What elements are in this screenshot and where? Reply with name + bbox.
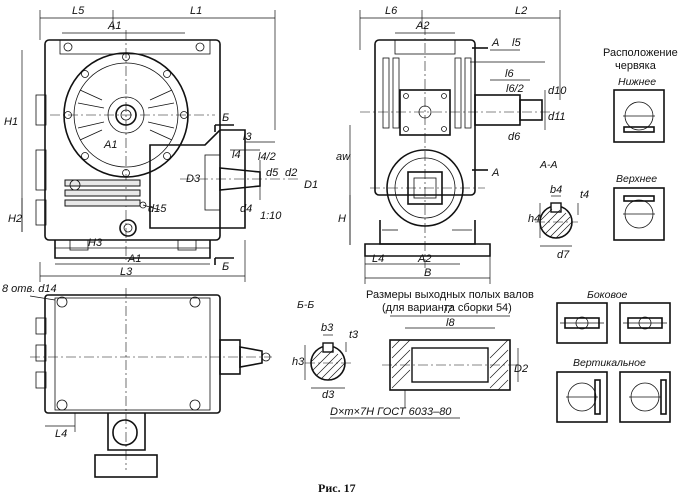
hollow-shaft-title-2: (для варианта сборки 54) <box>382 302 512 314</box>
plan-motor <box>107 413 146 451</box>
gearbox-housing <box>44 39 221 241</box>
worm-upper-label: Верхнее <box>616 173 657 185</box>
dim-l7: l7 <box>444 304 453 316</box>
dim-L5: L5 <box>72 5 85 17</box>
dim-L2: L2 <box>515 5 527 17</box>
worm-position-title-1: Расположение <box>603 47 678 59</box>
dim-L4-side: L4 <box>372 253 384 265</box>
section-bb-title: Б-Б <box>297 299 314 311</box>
dim-B: B <box>424 267 431 279</box>
worm-position-diagrams <box>556 89 671 423</box>
dim-d15: d15 <box>148 203 167 215</box>
housing-feet <box>54 240 211 259</box>
dim-A1-inner: A1 <box>103 139 117 151</box>
worm-lower-label: Нижнее <box>618 76 656 88</box>
sec-bb-d3: d3 <box>322 389 335 401</box>
dim-A2-top: A2 <box>415 20 429 32</box>
dim-A1-top: A1 <box>107 20 121 32</box>
dim-L3: L3 <box>120 266 133 278</box>
sec-aa-h4: h4 <box>528 213 540 225</box>
holes-note: 8 отв. d14 <box>2 283 57 295</box>
sec-bb-b3: b3 <box>321 322 334 334</box>
dim-H3: H3 <box>88 237 103 249</box>
dim-D3: D3 <box>186 173 201 185</box>
dim-H1: H1 <box>4 116 18 128</box>
dim-L6: L6 <box>385 5 398 17</box>
dim-l8: l8 <box>446 317 455 329</box>
dim-d6: d6 <box>508 131 521 143</box>
dim-L1: L1 <box>190 5 202 17</box>
spline-note: D×m×7H ГОСТ 6033–80 <box>330 406 452 418</box>
dim-aw: aw <box>336 151 351 163</box>
taper-ratio: 1:10 <box>260 210 282 222</box>
sec-aa-t4: t4 <box>580 189 589 201</box>
dim-d10: d10 <box>548 85 567 97</box>
dim-d2: d2 <box>285 167 297 179</box>
figure-caption: Рис. 17 <box>318 481 356 495</box>
dim-d5: d5 <box>266 167 279 179</box>
section-bb <box>304 334 352 389</box>
section-mark-a-top: A <box>491 37 499 49</box>
section-aa-title: А-А <box>539 159 558 171</box>
plan-housing <box>44 294 221 414</box>
dim-l6-half: l6/2 <box>506 83 524 95</box>
dim-D2: D2 <box>514 363 528 375</box>
sec-bb-t3: t3 <box>349 329 359 341</box>
side-view <box>349 10 561 284</box>
dim-A1-mid: A1 <box>127 253 141 265</box>
dim-l3: l3 <box>243 131 252 143</box>
dim-H2: H2 <box>8 213 22 225</box>
section-mark-b-top: Б <box>222 112 229 124</box>
section-mark-a-bottom: A <box>491 167 499 179</box>
worm-vertical-label: Вертикальное <box>573 357 646 369</box>
dim-l6: l6 <box>505 68 514 80</box>
front-view <box>21 10 300 282</box>
plan-view <box>29 288 272 478</box>
worm-side-label: Боковое <box>587 289 628 301</box>
dim-l5: l5 <box>512 37 521 49</box>
sec-aa-d7: d7 <box>557 249 570 261</box>
output-shaft-stub <box>519 99 543 121</box>
dim-L4-plan: L4 <box>55 428 67 440</box>
hollow-shaft-title-1: Размеры выходных полых валов <box>366 289 534 301</box>
dim-d4: d4 <box>240 203 252 215</box>
dim-d11: d11 <box>548 111 566 123</box>
worm-position-title-2: червяка <box>615 60 657 72</box>
dim-l4: l4 <box>232 149 241 161</box>
dim-H: H <box>338 213 346 225</box>
hollow-shaft-section <box>382 315 519 408</box>
sec-aa-b4: b4 <box>550 184 562 196</box>
section-mark-b-bottom: Б <box>222 261 229 273</box>
worm-casing <box>149 129 246 229</box>
dim-A2-bottom: A2 <box>417 253 431 265</box>
plan-motor-base <box>94 454 158 478</box>
dim-D1: D1 <box>304 179 318 191</box>
dim-l4-half: l4/2 <box>258 151 276 163</box>
section-aa <box>535 195 579 247</box>
sec-bb-h3: h3 <box>292 356 305 368</box>
